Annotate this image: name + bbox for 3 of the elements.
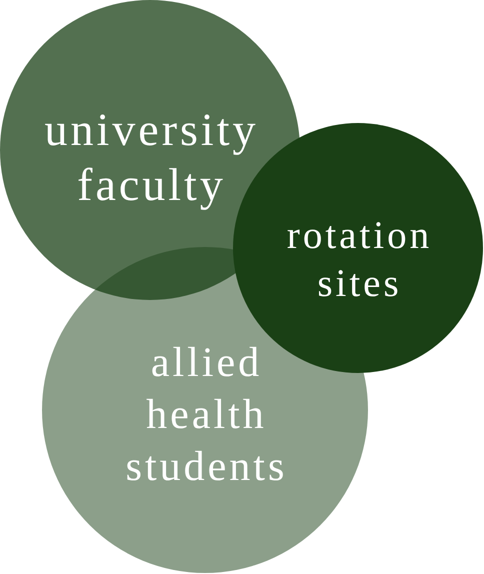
circle-label: allied health students <box>124 339 288 492</box>
circle-label: university faculty <box>44 103 258 212</box>
circle-label: rotation sites <box>286 213 432 307</box>
